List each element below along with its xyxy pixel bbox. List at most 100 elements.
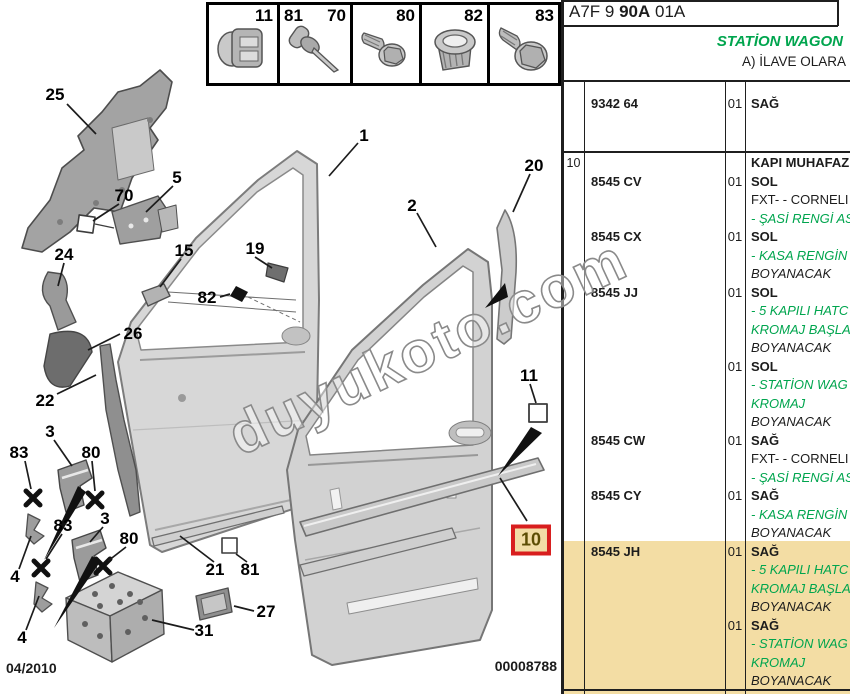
cell-c1 bbox=[563, 487, 584, 506]
cell-c4: - ŞASİ RENGİ AS bbox=[751, 469, 850, 485]
cell-c4: FXT- - CORNELI bbox=[751, 192, 849, 207]
cell-c3: 01 bbox=[727, 617, 743, 633]
table-line[interactable]: FXT- - CORNELI bbox=[563, 191, 850, 210]
table-line[interactable]: KROMAJ bbox=[563, 395, 850, 414]
table-line[interactable]: BOYANACAK bbox=[563, 672, 850, 691]
cell-c3 bbox=[725, 580, 745, 599]
part-callout-2[interactable]: 2 bbox=[407, 196, 417, 215]
cell-c3: 01 bbox=[727, 432, 743, 448]
cell-c1 bbox=[563, 561, 584, 580]
part-callout-83[interactable]: 83 bbox=[53, 516, 73, 535]
cell-c3 bbox=[725, 469, 745, 488]
part-callout-4[interactable]: 4 bbox=[17, 628, 27, 647]
cell-c1 bbox=[563, 210, 584, 229]
table-line[interactable]: - ŞASİ RENGİ AS bbox=[563, 210, 850, 229]
selected-part-callout-10[interactable]: 10 bbox=[510, 524, 552, 556]
table-line[interactable]: BOYANACAK bbox=[563, 265, 850, 284]
table-line[interactable]: BOYANACAK bbox=[563, 598, 850, 617]
cell-c3 bbox=[725, 672, 745, 691]
table-line[interactable]: - STATİON WAG bbox=[563, 376, 850, 395]
table-line[interactable]: KROMAJ BAŞLA bbox=[563, 580, 850, 599]
cell-c2: 9342 64 bbox=[591, 96, 638, 111]
part-pillar-trim-20 bbox=[496, 209, 518, 345]
cell-c1 bbox=[563, 395, 584, 414]
part-callout-27[interactable]: 27 bbox=[256, 602, 276, 621]
grommet-nut-icon bbox=[433, 29, 476, 71]
cell-c1 bbox=[563, 580, 584, 599]
part-callout-19[interactable]: 19 bbox=[245, 239, 265, 258]
cell-c4: KROMAJ bbox=[751, 395, 806, 411]
cell-c3: 01 bbox=[727, 173, 743, 189]
part-callout-26[interactable]: 26 bbox=[123, 324, 143, 343]
part-callout-4[interactable]: 4 bbox=[10, 567, 20, 586]
part-callout-5[interactable]: 5 bbox=[172, 168, 182, 187]
part-callout-21[interactable]: 21 bbox=[205, 560, 225, 579]
cell-c4: SOL bbox=[751, 173, 778, 189]
part-callout-82[interactable]: 82 bbox=[197, 288, 217, 307]
table-line[interactable]: - KASA RENGİN bbox=[563, 247, 850, 266]
table-line[interactable]: - KASA RENGİN bbox=[563, 506, 850, 525]
cell-c1: 10 bbox=[566, 156, 581, 170]
table-line[interactable]: KROMAJ BAŞLA bbox=[563, 321, 850, 340]
part-callout-25[interactable]: 25 bbox=[45, 85, 65, 104]
table-line[interactable]: - ŞASİ RENGİ AS bbox=[563, 469, 850, 488]
part-callout-70[interactable]: 70 bbox=[114, 186, 134, 205]
cell-c4: SOL bbox=[751, 229, 778, 244]
cell-c1 bbox=[563, 432, 584, 451]
cell-c1 bbox=[563, 358, 584, 377]
table-line[interactable]: - 5 KAPILI HATC bbox=[563, 302, 850, 321]
part-callout-22[interactable]: 22 bbox=[35, 391, 55, 410]
part-callout-20[interactable]: 20 bbox=[524, 156, 544, 175]
part-callout-31[interactable]: 31 bbox=[194, 621, 214, 640]
table-line[interactable]: BOYANACAK bbox=[563, 339, 850, 358]
table-bottom-line bbox=[561, 689, 850, 691]
cell-c3 bbox=[725, 339, 745, 358]
table-line[interactable]: KROMAJ bbox=[563, 654, 850, 673]
cell-c4: FXT- - CORNELI bbox=[751, 451, 849, 466]
part-glass-26 bbox=[43, 330, 93, 388]
table-line[interactable]: BOYANACAK bbox=[563, 413, 850, 432]
table-line[interactable]: - 5 KAPILI HATC bbox=[563, 561, 850, 580]
cell-c1 bbox=[563, 450, 584, 469]
cell-c4: BOYANACAK bbox=[751, 340, 832, 355]
variant-note: A) İLAVE OLARA bbox=[742, 54, 847, 69]
cell-c4: SOL bbox=[751, 284, 778, 300]
part-callout-11[interactable]: 11 bbox=[520, 366, 538, 385]
part-callout-24[interactable]: 24 bbox=[54, 245, 74, 264]
part-callout-3[interactable]: 3 bbox=[45, 422, 55, 441]
part-callout-80[interactable]: 80 bbox=[119, 529, 139, 548]
table-line[interactable]: FXT- - CORNELI bbox=[563, 450, 850, 469]
header-bottom-line bbox=[561, 25, 838, 27]
fastener-box-11: 11 bbox=[206, 2, 280, 86]
part-callout-81[interactable]: 81 bbox=[240, 560, 260, 579]
cell-c3 bbox=[725, 210, 745, 229]
cell-c1 bbox=[563, 247, 584, 266]
cell-c4: - KASA RENGİN bbox=[751, 506, 848, 522]
part-callout-15[interactable]: 15 bbox=[174, 241, 194, 260]
part-channel-22 bbox=[99, 343, 141, 517]
table-line[interactable]: BOYANACAK bbox=[563, 524, 850, 543]
part-callout-80[interactable]: 80 bbox=[81, 443, 101, 462]
table-col-line-2 bbox=[725, 81, 727, 694]
table-line[interactable]: - STATİON WAG bbox=[563, 635, 850, 654]
part-callout-3[interactable]: 3 bbox=[100, 509, 110, 528]
part-callout-1[interactable]: 1 bbox=[359, 126, 369, 145]
part-callout-83[interactable]: 83 bbox=[9, 443, 29, 462]
cell-c2 bbox=[584, 376, 725, 395]
cell-c2 bbox=[584, 321, 725, 340]
cell-c3 bbox=[725, 247, 745, 266]
screw-icon bbox=[361, 32, 406, 67]
cell-c1 bbox=[563, 413, 584, 432]
cell-c4: - KASA RENGİN bbox=[751, 247, 848, 263]
cell-c2 bbox=[584, 561, 725, 580]
